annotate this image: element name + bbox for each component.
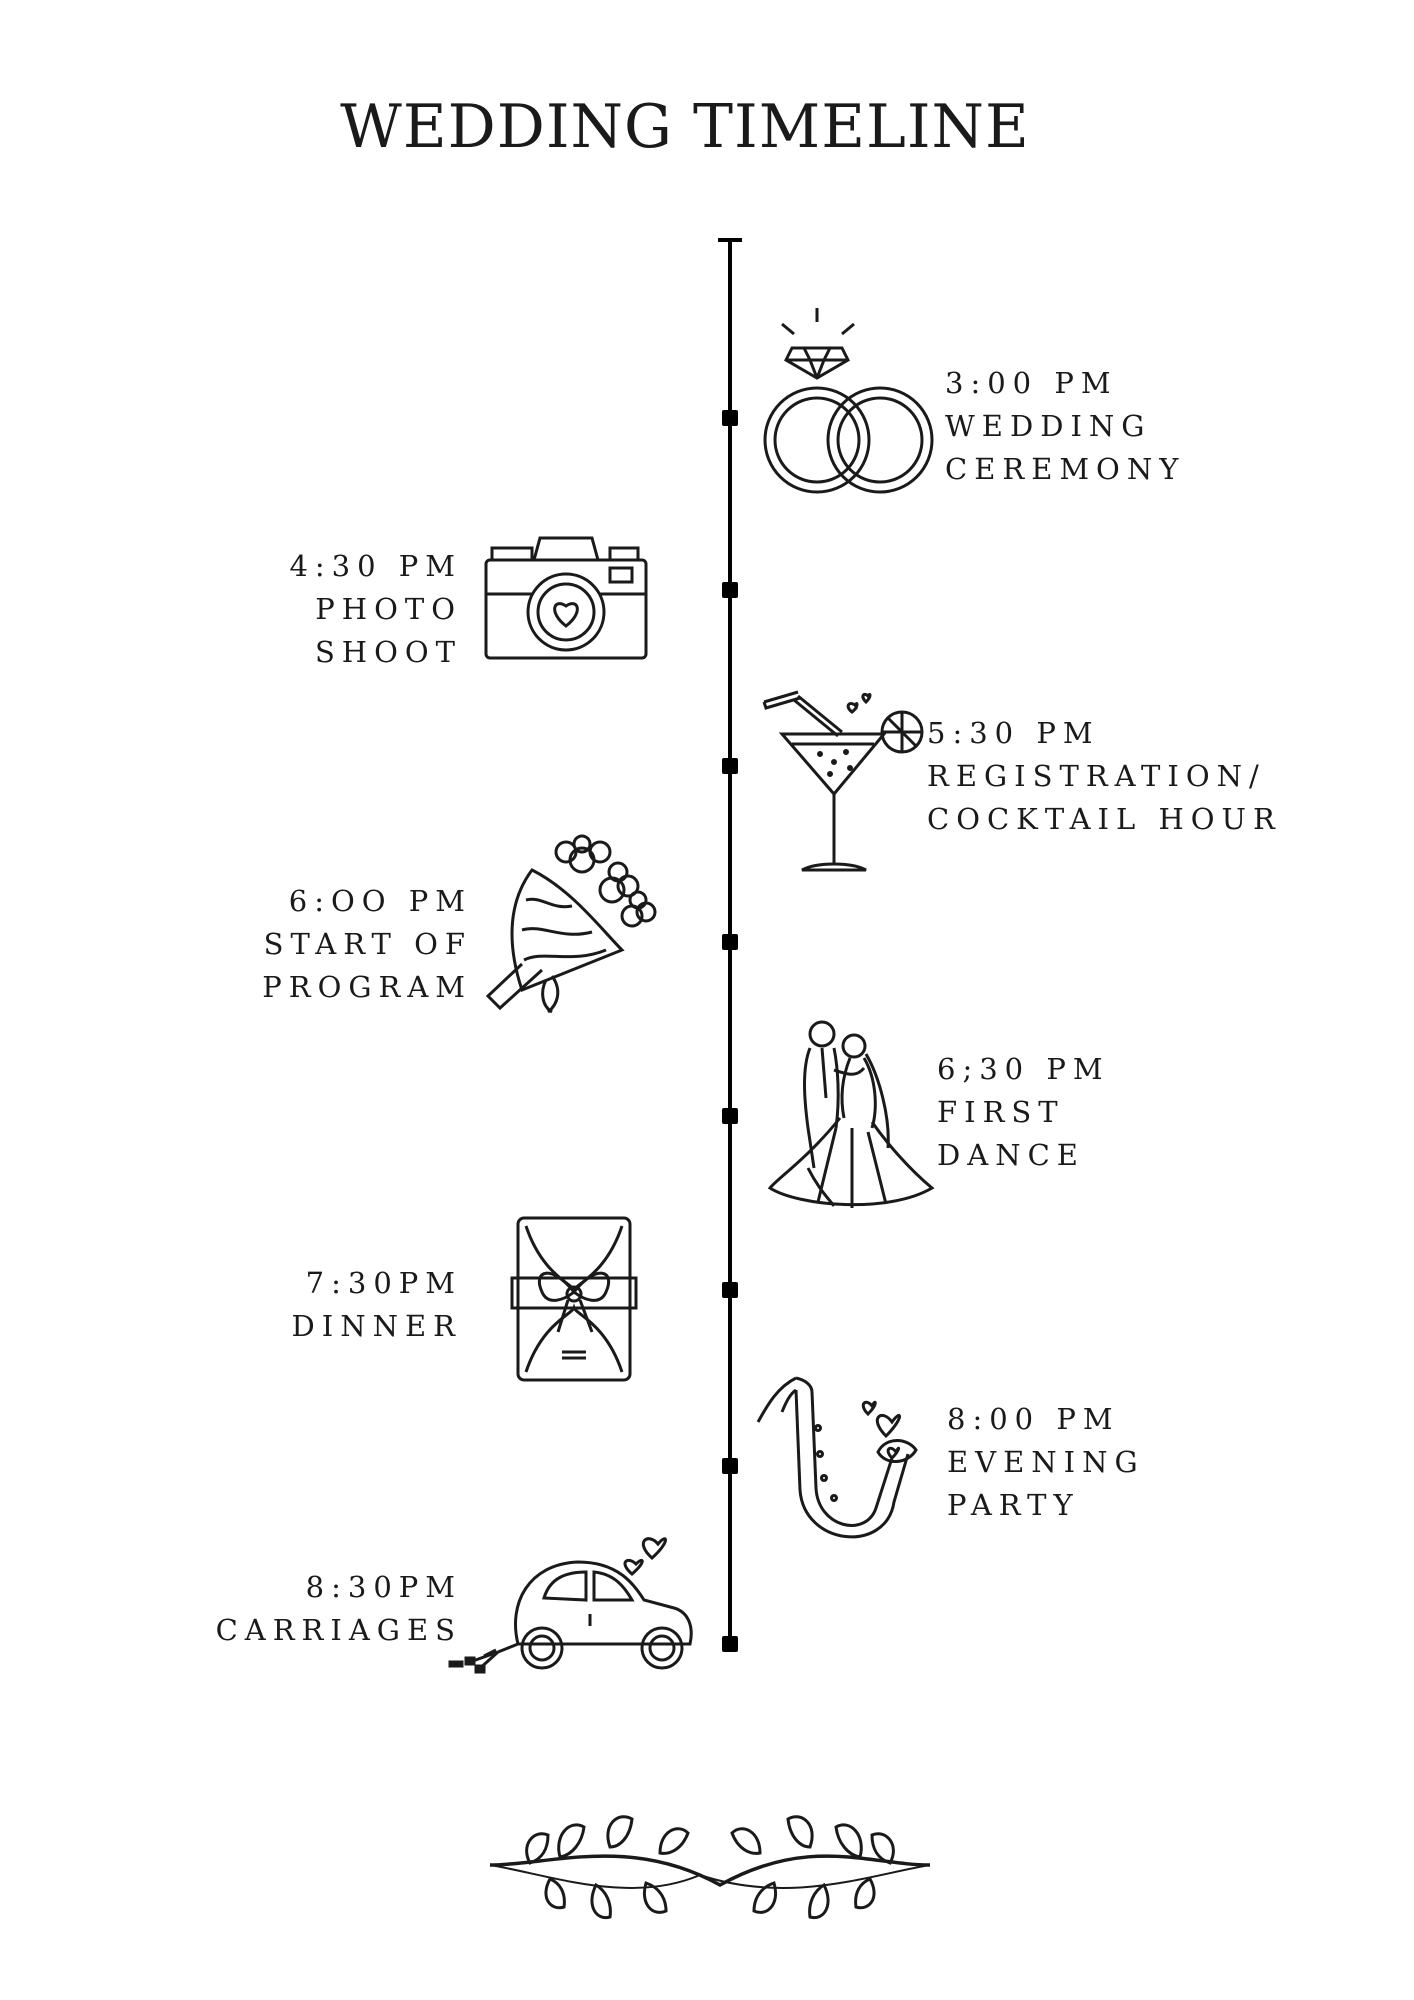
timeline-marker <box>722 1282 738 1298</box>
timeline-marker <box>722 1108 738 1124</box>
dancing-couple-icon <box>767 1018 938 1218</box>
leaf-vine-ornament <box>489 1805 931 1939</box>
event-label: REGISTRATION/ <box>927 759 1266 793</box>
event-label: PARTY <box>947 1488 1080 1522</box>
timeline-marker <box>722 410 738 426</box>
timeline-marker <box>722 934 738 950</box>
event-label: START OF <box>263 927 472 961</box>
wedding-car-icon <box>448 1534 698 1674</box>
wedding-rings-icon <box>762 308 942 500</box>
timeline-marker <box>722 1458 738 1474</box>
event-time: 6:OO PM <box>288 884 472 918</box>
event-carriages: 8:30PM CARRIAGES <box>216 1566 462 1652</box>
event-start-of-program: 6:OO PM START OF PROGRAM <box>262 880 472 1009</box>
event-label: WEDDING <box>945 409 1152 443</box>
event-dinner: 7:30PM DINNER <box>292 1262 462 1348</box>
event-time: 8:00 PM <box>947 1402 1120 1436</box>
event-time: 7:30PM <box>305 1266 462 1300</box>
event-label: DINNER <box>291 1309 462 1343</box>
event-time: 4:30 PM <box>289 549 462 583</box>
timeline-marker <box>722 582 738 598</box>
event-time: 3:00 PM <box>945 366 1118 400</box>
event-time: 6;30 PM <box>937 1052 1110 1086</box>
cocktail-glass-icon <box>762 690 932 877</box>
event-time: 8:30PM <box>305 1570 462 1604</box>
event-label: CEREMONY <box>945 452 1186 486</box>
gift-envelope-icon <box>510 1214 638 1384</box>
event-label: SHOOT <box>314 635 462 669</box>
event-wedding-ceremony: 3:00 PM WEDDING CEREMONY <box>945 362 1185 491</box>
event-label: COCKTAIL HOUR <box>927 802 1282 836</box>
timeline-marker <box>722 1636 738 1652</box>
event-photo-shoot: 4:30 PM PHOTO SHOOT <box>289 545 462 674</box>
event-registration-cocktail-hour: 5:30 PM REGISTRATION/ COCKTAIL HOUR <box>927 712 1282 841</box>
event-label: CARRIAGES <box>215 1613 462 1647</box>
camera-icon <box>482 532 652 667</box>
event-time: 5:30 PM <box>927 716 1100 750</box>
event-evening-party: 8:00 PM EVENING PARTY <box>947 1398 1145 1527</box>
event-first-dance: 6;30 PM FIRST DANCE <box>937 1048 1110 1177</box>
event-label: DANCE <box>937 1138 1085 1172</box>
page-title: WEDDING TIMELINE <box>340 92 1030 162</box>
saxophone-icon <box>756 1376 926 1558</box>
event-label: PROGRAM <box>262 970 472 1004</box>
event-label: PHOTO <box>315 592 462 626</box>
flower-bouquet-icon <box>482 834 657 1020</box>
timeline-marker <box>722 758 738 774</box>
event-label: FIRST <box>937 1095 1065 1129</box>
event-label: EVENING <box>947 1445 1145 1479</box>
